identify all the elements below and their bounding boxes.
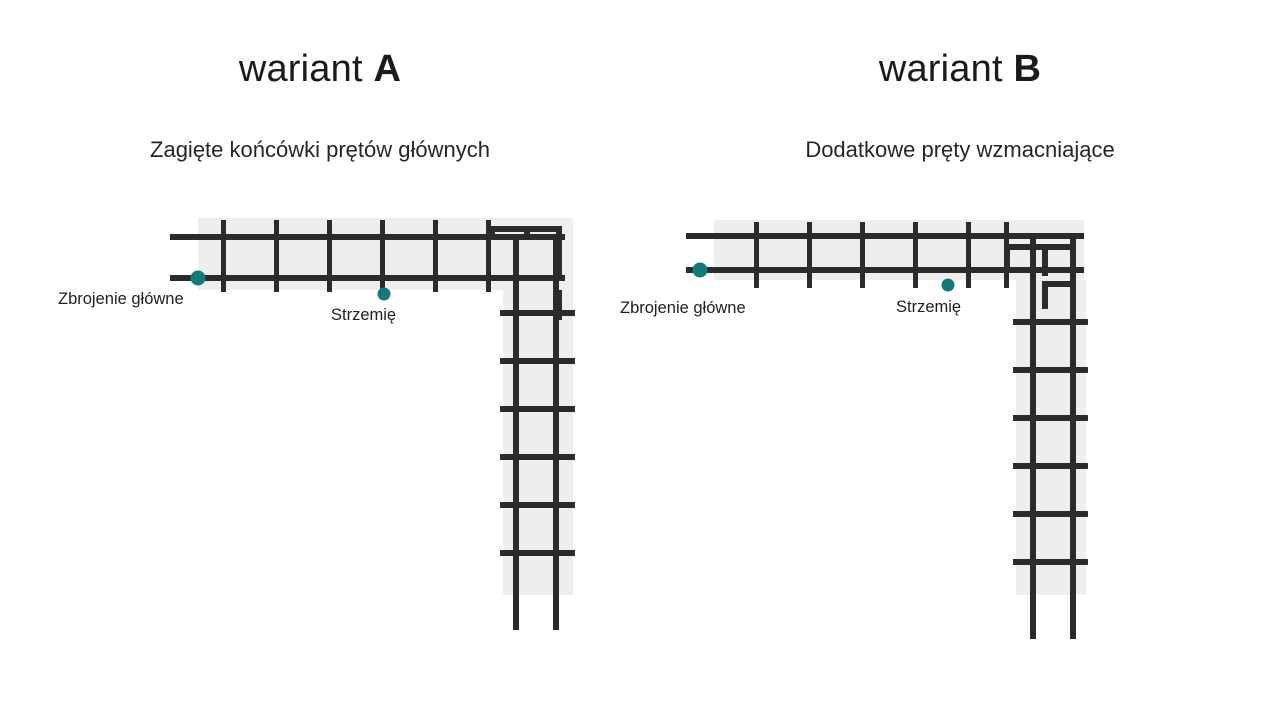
main-reinforcement-marker-a <box>190 270 206 286</box>
variant-b-subtitle: Dodatkowe pręty wzmacniające <box>805 137 1115 162</box>
main-reinforcement-marker-b <box>692 262 708 278</box>
variant-b-title-letter: B <box>1013 48 1042 90</box>
variant-a-title: wariant A <box>0 48 640 91</box>
variant-b-title-prefix: wariant <box>878 48 1003 90</box>
stirrup-marker-b <box>941 278 955 292</box>
variant-b-title: wariant B <box>640 48 1280 91</box>
variant-a-title-letter: A <box>373 48 402 90</box>
column-right-bar-a <box>553 240 559 630</box>
stirrup-marker-a <box>377 287 391 301</box>
beam-bottom-bar-a <box>170 275 565 281</box>
beam-top-bar-a <box>170 234 565 240</box>
variant-a-drawing <box>170 218 575 630</box>
beam-bottom-bar-b <box>686 267 1084 273</box>
column-right-bar-b <box>1070 239 1076 639</box>
beam-stirrups-a <box>221 220 491 292</box>
column-stirrups-b <box>1013 319 1088 565</box>
callout-stirrup-a: Strzemię <box>331 306 397 324</box>
column-stirrups-a <box>500 310 575 556</box>
variant-a-subtitle: Zagięte końcówki prętów głównych <box>150 137 490 162</box>
column-left-bar-a <box>513 240 519 630</box>
variant-a-title-prefix: wariant <box>238 48 363 90</box>
column-left-bar-b <box>1030 239 1036 639</box>
variant-b-drawing <box>686 220 1088 639</box>
variant-panel-a: wariant A Zagięte końcówki prętów główny… <box>0 48 640 630</box>
variant-panel-b: wariant B Dodatkowe pręty wzmacniające <box>620 0 1280 720</box>
beam-top-bar-b <box>686 233 1084 239</box>
callout-stirrup-b: Strzemię <box>896 298 962 316</box>
callout-main-reinforcement-b: Zbrojenie główne <box>620 299 746 317</box>
callout-main-reinforcement-a: Zbrojenie główne <box>58 290 184 308</box>
